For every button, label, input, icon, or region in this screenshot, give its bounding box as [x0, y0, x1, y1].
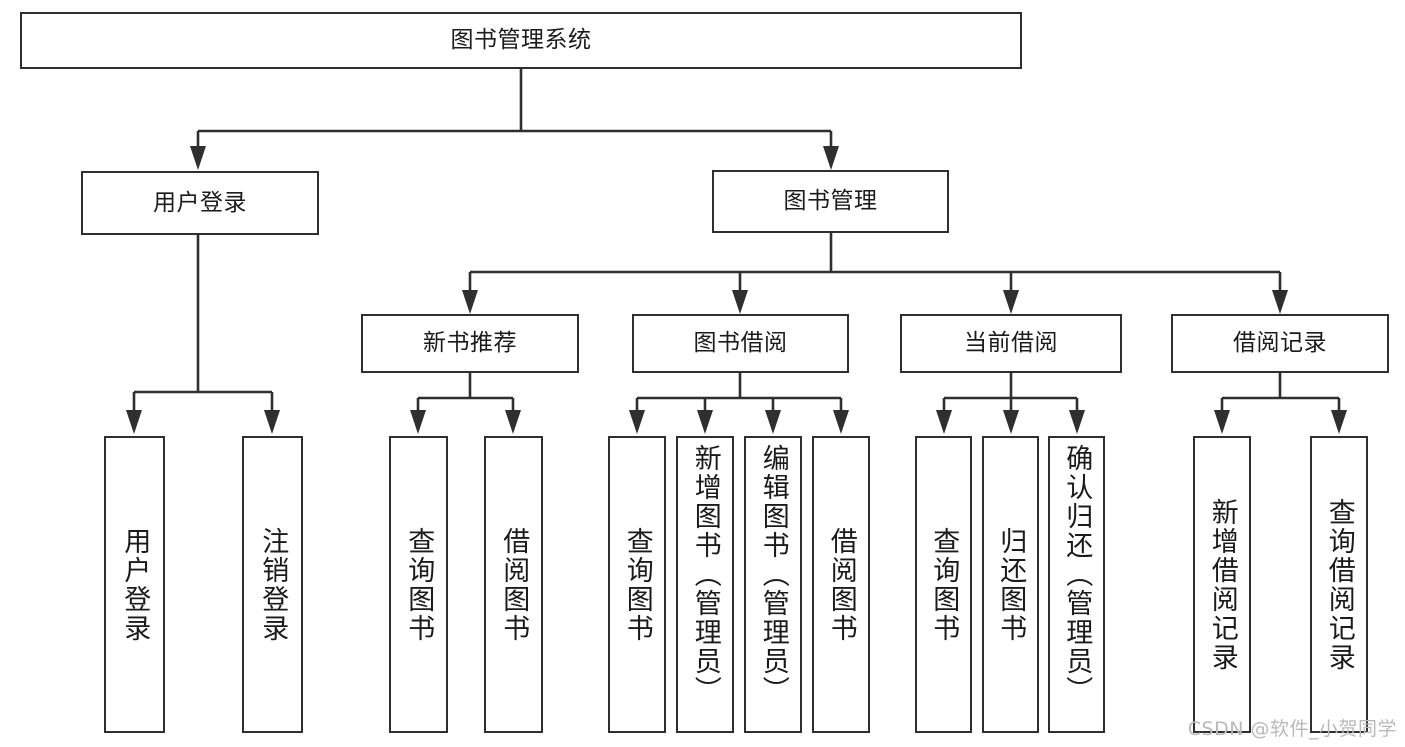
leaf-label: 注销登录 [257, 526, 289, 643]
node-label: 图书管理 [783, 188, 878, 214]
arrow-cb-leaf1 [936, 410, 952, 434]
arrow-to-book-mgmt [823, 146, 839, 170]
leaf-logout[interactable]: 注销登录 [242, 436, 303, 733]
leaf-label: 借阅图书 [825, 526, 857, 643]
arrow-br-leaf2 [1331, 410, 1347, 434]
arrow-bb-leaf4 [833, 410, 849, 434]
node-label: 图书借阅 [693, 330, 788, 356]
leaf-label: 查询图书 [928, 526, 960, 643]
arrow-cb-leaf2 [1003, 410, 1019, 434]
node-book-borrow[interactable]: 图书借阅 [632, 314, 849, 373]
node-label: 借阅记录 [1233, 330, 1327, 356]
leaf-label: 查询图书 [403, 526, 435, 643]
node-borrow-record[interactable]: 借阅记录 [1171, 314, 1389, 373]
arrow-new-book-leaf2 [505, 410, 521, 434]
arrow-cb-leaf3 [1069, 410, 1085, 434]
leaf-label: 新增图书（管理员） [689, 444, 721, 705]
leaf-borrow-book-recommend[interactable]: 借阅图书 [484, 436, 543, 733]
arrow-l3-b [732, 290, 748, 314]
arrow-to-user-login [190, 146, 206, 170]
leaf-label: 新增借阅记录 [1206, 497, 1238, 672]
arrow-bb-leaf1 [629, 410, 645, 434]
arrow-bb-leaf3 [765, 410, 781, 434]
arrow-user-login-leaf2 [264, 410, 280, 434]
leaf-query-borrow-record[interactable]: 查询借阅记录 [1310, 436, 1368, 733]
leaf-borrow-book[interactable]: 借阅图书 [812, 436, 870, 733]
watermark: CSDN @软件_小贺同学 [1187, 718, 1397, 740]
arrow-user-login-leaf1 [126, 410, 142, 434]
node-label: 图书管理系统 [450, 27, 592, 53]
arrow-l3-d [1272, 290, 1288, 314]
arrow-br-leaf1 [1214, 410, 1230, 434]
node-user-login[interactable]: 用户登录 [81, 171, 319, 235]
leaf-query-book-borrow[interactable]: 查询图书 [608, 436, 666, 733]
arrow-bb-leaf2 [697, 410, 713, 434]
leaf-label: 归还图书 [995, 526, 1027, 643]
node-current-borrow[interactable]: 当前借阅 [900, 314, 1122, 373]
leaf-query-book-current[interactable]: 查询图书 [915, 436, 972, 733]
leaf-edit-book-admin[interactable]: 编辑图书（管理员） [744, 436, 802, 733]
leaf-label: 借阅图书 [498, 526, 530, 643]
leaf-return-book[interactable]: 归还图书 [982, 436, 1039, 733]
arrow-l3-c [1003, 290, 1019, 314]
node-new-book-recommend[interactable]: 新书推荐 [361, 314, 579, 373]
leaf-label: 确认归还（管理员） [1061, 444, 1093, 705]
leaf-add-borrow-record[interactable]: 新增借阅记录 [1193, 436, 1251, 733]
leaf-confirm-return-admin[interactable]: 确认归还（管理员） [1048, 436, 1105, 733]
node-label: 新书推荐 [423, 330, 517, 356]
leaf-label: 查询图书 [621, 526, 653, 643]
leaf-add-book-admin[interactable]: 新增图书（管理员） [676, 436, 734, 733]
arrow-l3-a [462, 290, 478, 314]
leaf-label: 查询借阅记录 [1323, 497, 1355, 672]
node-book-management[interactable]: 图书管理 [712, 170, 949, 233]
node-label: 当前借阅 [964, 330, 1058, 356]
leaf-user-login[interactable]: 用户登录 [104, 436, 165, 733]
leaf-label: 编辑图书（管理员） [757, 444, 789, 705]
leaf-label: 用户登录 [119, 526, 151, 643]
arrow-new-book-leaf1 [410, 410, 426, 434]
node-root-book-management-system[interactable]: 图书管理系统 [20, 12, 1022, 69]
leaf-query-book-recommend[interactable]: 查询图书 [389, 436, 448, 733]
node-label: 用户登录 [153, 189, 247, 216]
